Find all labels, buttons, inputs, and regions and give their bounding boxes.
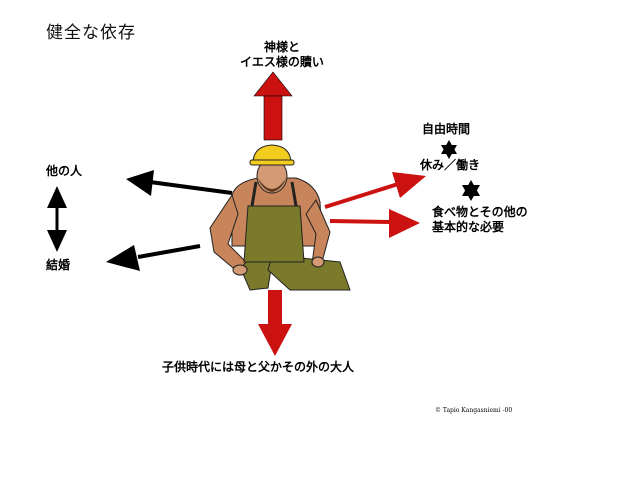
needs-label: 食べ物とその他の 基本的な必要 bbox=[432, 205, 528, 235]
bottom-label: 子供時代には母と父かその外の大人 bbox=[162, 360, 355, 374]
marriage-label: 結婚 bbox=[46, 258, 71, 272]
page-title: 健全な依存 bbox=[46, 23, 136, 43]
arrow-double-vertical-black bbox=[47, 186, 67, 252]
others-label: 他の人 bbox=[46, 164, 83, 178]
free-time-label: 自由時間 bbox=[422, 122, 471, 136]
rest-work-label: 休み／働き bbox=[420, 158, 481, 172]
star-of-david-icon bbox=[462, 180, 480, 201]
star-of-david-icon bbox=[441, 140, 457, 159]
arrow-right-upper-red bbox=[324, 172, 426, 209]
needs-label-line1: 食べ物とその他の bbox=[432, 205, 528, 219]
top-label: 神様と イエス様の贖い bbox=[222, 40, 342, 70]
copyright-text: © Tapio Kangasniemi -00 bbox=[435, 407, 513, 414]
top-label-line2: イエス様の贖い bbox=[240, 55, 324, 69]
worker-figure bbox=[209, 144, 351, 291]
arrow-left-lower-black bbox=[106, 244, 201, 271]
arrow-right-lower-red bbox=[329, 209, 420, 238]
arrow-up-red bbox=[253, 71, 293, 141]
arrow-down-red bbox=[258, 290, 292, 356]
arrow-left-upper-black bbox=[126, 170, 233, 196]
top-label-line1: 神様と bbox=[263, 40, 300, 54]
needs-label-line2: 基本的な必要 bbox=[432, 220, 505, 234]
